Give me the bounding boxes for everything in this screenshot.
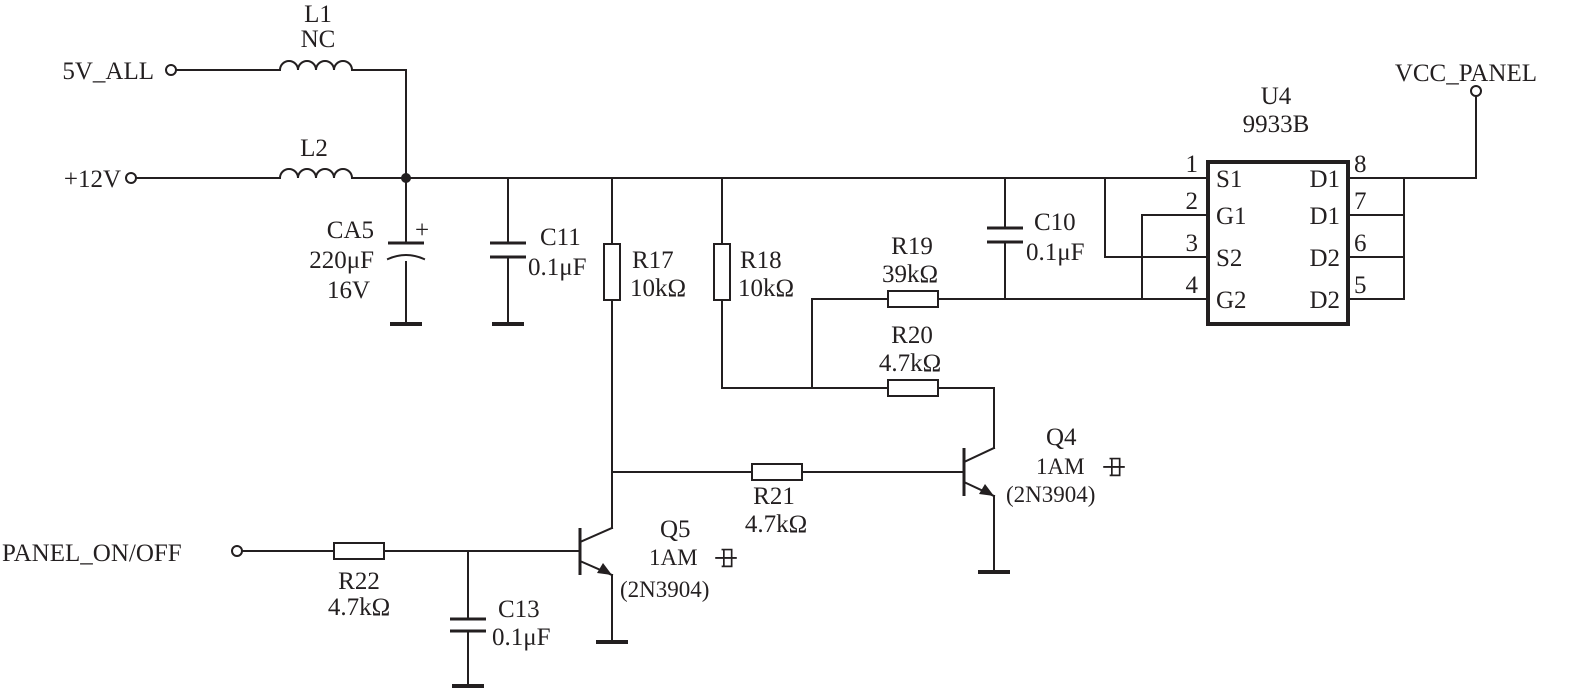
inductor-l1: L1 NC — [278, 1, 354, 72]
r20-ref-label: R20 — [891, 322, 933, 349]
u4-pin-number: 3 — [1186, 230, 1199, 257]
u4-pin-number: 8 — [1354, 151, 1367, 178]
l2-ref-label: L2 — [300, 135, 328, 162]
ic-u4: U4 9933B 1 S1 2 G1 3 S2 4 G2 8 D1 7 D1 6… — [1186, 83, 1367, 326]
l1-ref-label: L1 — [304, 1, 332, 28]
l1-value-label: NC — [301, 26, 336, 53]
u4-ref-label: U4 — [1261, 83, 1292, 110]
ca5-voltage-label: 16V — [327, 277, 370, 304]
inductor-l2: L2 — [278, 135, 354, 180]
resistor-r19: R19 39kΩ — [882, 233, 939, 308]
c10-value-label: 0.1μF — [1026, 239, 1085, 266]
c13-ref-label: C13 — [498, 596, 540, 623]
r19-value-label: 39kΩ — [882, 261, 938, 288]
net-label-12v: +12V — [64, 166, 121, 193]
u4-pin-name: D2 — [1309, 287, 1340, 314]
r18-ref-label: R18 — [740, 247, 782, 274]
capacitor-c10: C10 0.1μF — [987, 209, 1085, 266]
u4-pin-name: D1 — [1309, 203, 1340, 230]
r20-value-label: 4.7kΩ — [879, 350, 941, 377]
r22-value-label: 4.7kΩ — [328, 594, 390, 621]
r17-value-label: 10kΩ — [630, 275, 686, 302]
resistor-r17: R17 10kΩ — [603, 243, 686, 302]
c13-value-label: 0.1μF — [492, 624, 551, 651]
transistor-q5: Q5 1AM 中 (2N3904) — [578, 516, 738, 602]
q5-part-label: (2N3904) — [620, 577, 709, 602]
ca5-value-label: 220μF — [309, 247, 374, 274]
junction-dot — [401, 173, 411, 183]
wires — [135, 69, 1477, 687]
transistor-q4: Q4 1AM 中 (2N3904) — [962, 424, 1126, 507]
u4-pin-number: 7 — [1354, 188, 1367, 215]
q5-marking-label: 1AM — [649, 545, 698, 570]
r18-value-label: 10kΩ — [738, 275, 794, 302]
resistor-r18: R18 10kΩ — [713, 243, 794, 302]
u4-pin-number: 1 — [1186, 151, 1199, 178]
u4-pin-number: 5 — [1354, 272, 1367, 299]
ca5-polarity-label: + — [415, 217, 429, 244]
q4-part-label: (2N3904) — [1006, 482, 1095, 507]
r22-ref-label: R22 — [338, 568, 380, 595]
q4-ref-label: Q4 — [1046, 424, 1077, 451]
resistor-r21: R21 4.7kΩ — [745, 463, 807, 538]
u4-pin-number: 2 — [1186, 188, 1199, 215]
c11-ref-label: C11 — [540, 224, 581, 251]
u4-pin-number: 4 — [1186, 272, 1199, 299]
q5-ref-label: Q5 — [660, 516, 691, 543]
capacitor-c13: C13 0.1μF — [450, 596, 551, 651]
u4-pin-name: D1 — [1309, 166, 1340, 193]
u4-pin-name: D2 — [1309, 245, 1340, 272]
u4-part-label: 9933B — [1243, 111, 1310, 138]
capacitor-c11: C11 0.1μF — [490, 224, 587, 281]
terminal-12v — [125, 172, 137, 184]
u4-pin-name: G1 — [1216, 203, 1247, 230]
terminal-vcc-panel — [1470, 85, 1482, 97]
u4-pin-number: 6 — [1354, 230, 1367, 257]
q5-marking-flipped: 中 — [713, 547, 738, 570]
resistor-r20: R20 4.7kΩ — [879, 322, 941, 397]
q4-marking-flipped: 中 — [1101, 456, 1126, 479]
net-label-vcc-panel: VCC_PANEL — [1395, 60, 1537, 87]
u4-pin-name: S1 — [1216, 166, 1242, 193]
terminal-5v-all — [165, 64, 177, 76]
u4-pin-name: S2 — [1216, 245, 1242, 272]
c10-ref-label: C10 — [1034, 209, 1076, 236]
capacitor-ca5: + CA5 220μF 16V — [309, 217, 429, 304]
u4-pin-name: G2 — [1216, 287, 1247, 314]
ca5-ref-label: CA5 — [327, 217, 374, 244]
r21-ref-label: R21 — [753, 483, 795, 510]
r21-value-label: 4.7kΩ — [745, 511, 807, 538]
c11-value-label: 0.1μF — [528, 254, 587, 281]
net-label-panel-on-off: PANEL_ON/OFF — [2, 540, 182, 567]
terminal-panel-on-off — [231, 545, 243, 557]
resistor-r22: R22 4.7kΩ — [328, 542, 390, 621]
q4-marking-label: 1AM — [1036, 454, 1085, 479]
r19-ref-label: R19 — [891, 233, 933, 260]
r17-ref-label: R17 — [632, 247, 674, 274]
net-label-5v-all: 5V_ALL — [62, 58, 154, 85]
